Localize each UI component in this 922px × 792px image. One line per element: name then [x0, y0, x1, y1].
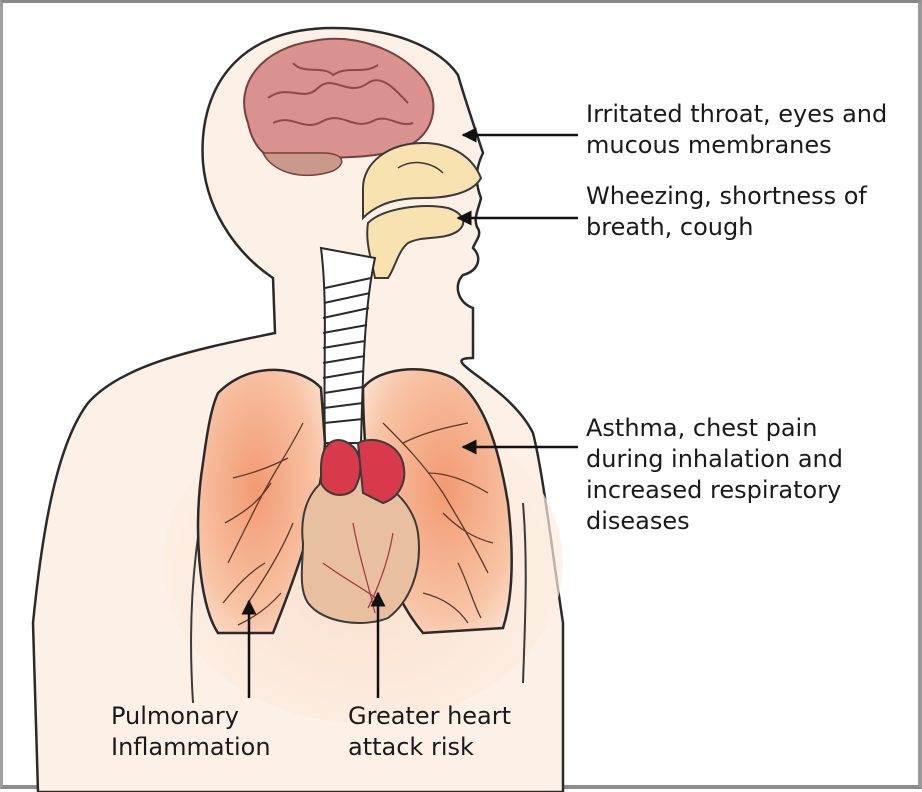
label-wheezing-line1: Wheezing, shortness of: [586, 181, 867, 212]
label-pulmonary-line1: Pulmonary: [111, 701, 271, 732]
label-asthma-line3: increased respiratory: [586, 475, 843, 506]
label-asthma-line4: diseases: [586, 506, 843, 537]
label-asthma: Asthma, chest pain during inhalation and…: [586, 413, 843, 537]
label-heart-line1: Greater heart: [348, 701, 511, 732]
label-heart: Greater heart attack risk: [348, 701, 511, 763]
label-wheezing: Wheezing, shortness of breath, cough: [586, 181, 867, 243]
label-throat: Irritated throat, eyes and mucous membra…: [586, 99, 887, 161]
label-throat-line1: Irritated throat, eyes and: [586, 99, 887, 130]
label-wheezing-line2: breath, cough: [586, 212, 867, 243]
label-heart-line2: attack risk: [348, 732, 511, 763]
label-throat-line2: mucous membranes: [586, 130, 887, 161]
label-asthma-line1: Asthma, chest pain: [586, 413, 843, 444]
label-pulmonary: Pulmonary Inflammation: [111, 701, 271, 763]
label-pulmonary-line2: Inflammation: [111, 732, 271, 763]
label-asthma-line2: during inhalation and: [586, 444, 843, 475]
